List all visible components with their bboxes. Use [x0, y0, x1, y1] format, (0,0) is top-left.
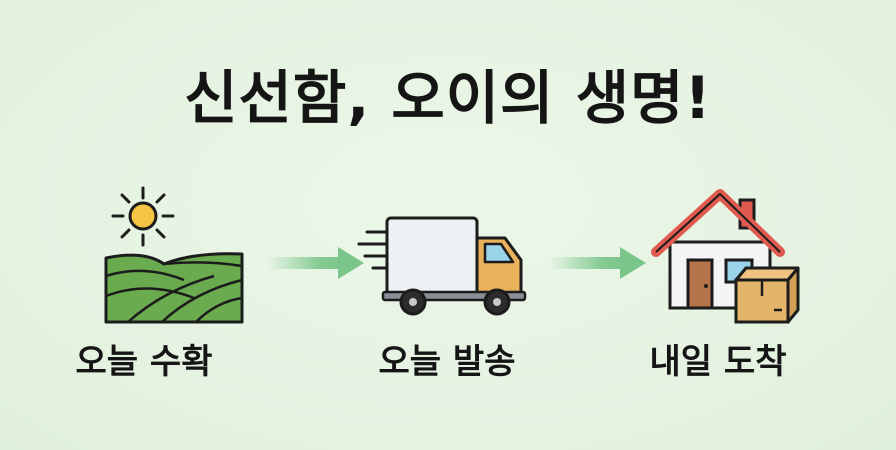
step-label-ship: 오늘 발송 [378, 342, 516, 382]
step-arrive: 내일 도착 [618, 180, 818, 400]
delivery-truck-icon [357, 216, 527, 316]
step-label-arrive: 내일 도착 [649, 342, 787, 382]
arrow-right-icon [268, 247, 364, 279]
page-title: 신선함, 오이의 생명! [184, 64, 712, 132]
arrow-right-icon [550, 247, 646, 279]
step-ship: 오늘 발송 [347, 180, 547, 400]
house-with-package-icon [651, 189, 800, 324]
step-harvest: 오늘 수확 [44, 180, 244, 400]
step-label-harvest: 오늘 수확 [75, 342, 213, 382]
field-with-sun-icon [104, 186, 244, 324]
